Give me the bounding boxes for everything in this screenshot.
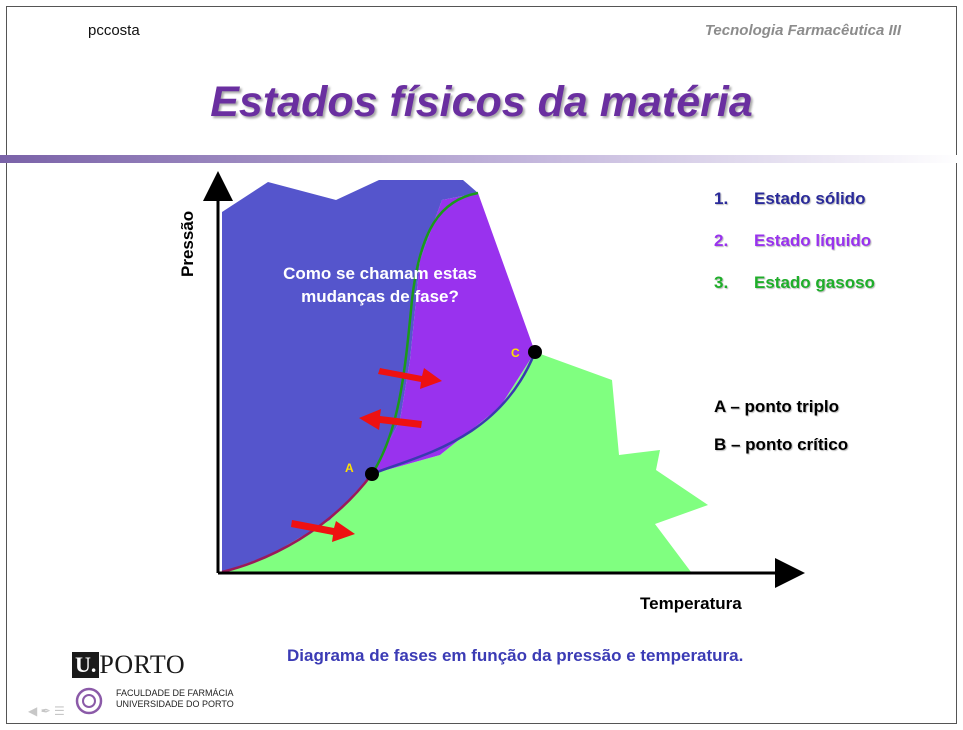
- slide-title: Estados físicos da matéria: [210, 78, 753, 126]
- point-label-a: A: [345, 461, 354, 475]
- arrow-freezing: [359, 409, 422, 430]
- y-axis-label: Pressão: [178, 210, 197, 277]
- triple-point-note: A – ponto triplo: [714, 397, 839, 416]
- critical-point-marker: [528, 345, 542, 359]
- uporto-logo: U.PORTO FACULDADE DE FARMÁCIA UNIVERSIDA…: [72, 650, 234, 715]
- question-text: Como se chamam estas mudanças de fase?: [283, 264, 477, 306]
- liquid-region: [372, 193, 535, 474]
- triple-point-marker: [365, 467, 379, 481]
- legend-item-gas: 3.Estado gasoso: [714, 273, 875, 292]
- prev-slide-icon[interactable]: ◀: [28, 704, 38, 718]
- faculty-name: FACULDADE DE FARMÁCIA UNIVERSIDADE DO PO…: [116, 688, 234, 709]
- slide-nav-controls[interactable]: ◀ ✒ ☰: [28, 704, 65, 718]
- phase-change-arrows: [291, 368, 442, 542]
- title-divider: [0, 155, 963, 163]
- x-axis-label: Temperatura: [640, 594, 742, 613]
- legend-item-liquid: 2.Estado líquido: [714, 231, 872, 250]
- sublimation-curve: [221, 473, 373, 574]
- diagram-caption: Diagrama de fases em função da pressão e…: [287, 646, 744, 665]
- point-label-c: C: [511, 346, 520, 360]
- vaporization-curve: [371, 351, 537, 476]
- course-title: Tecnologia Farmacêutica III: [704, 22, 901, 39]
- gas-region: [222, 352, 708, 572]
- fusion-curve: [370, 191, 479, 475]
- logo-u: U.: [72, 652, 100, 678]
- legend-item-solid: 1.Estado sólido: [714, 189, 866, 208]
- logo-porto: PORTO: [99, 650, 186, 679]
- arrow-sublimation: [291, 520, 355, 542]
- author-label: pccosta: [88, 22, 140, 39]
- pen-icon[interactable]: ✒: [40, 704, 51, 718]
- faculty-emblem-icon: [75, 687, 103, 715]
- arrow-melting: [378, 368, 442, 389]
- menu-icon[interactable]: ☰: [53, 704, 65, 718]
- critical-point-note: B – ponto crítico: [714, 435, 849, 454]
